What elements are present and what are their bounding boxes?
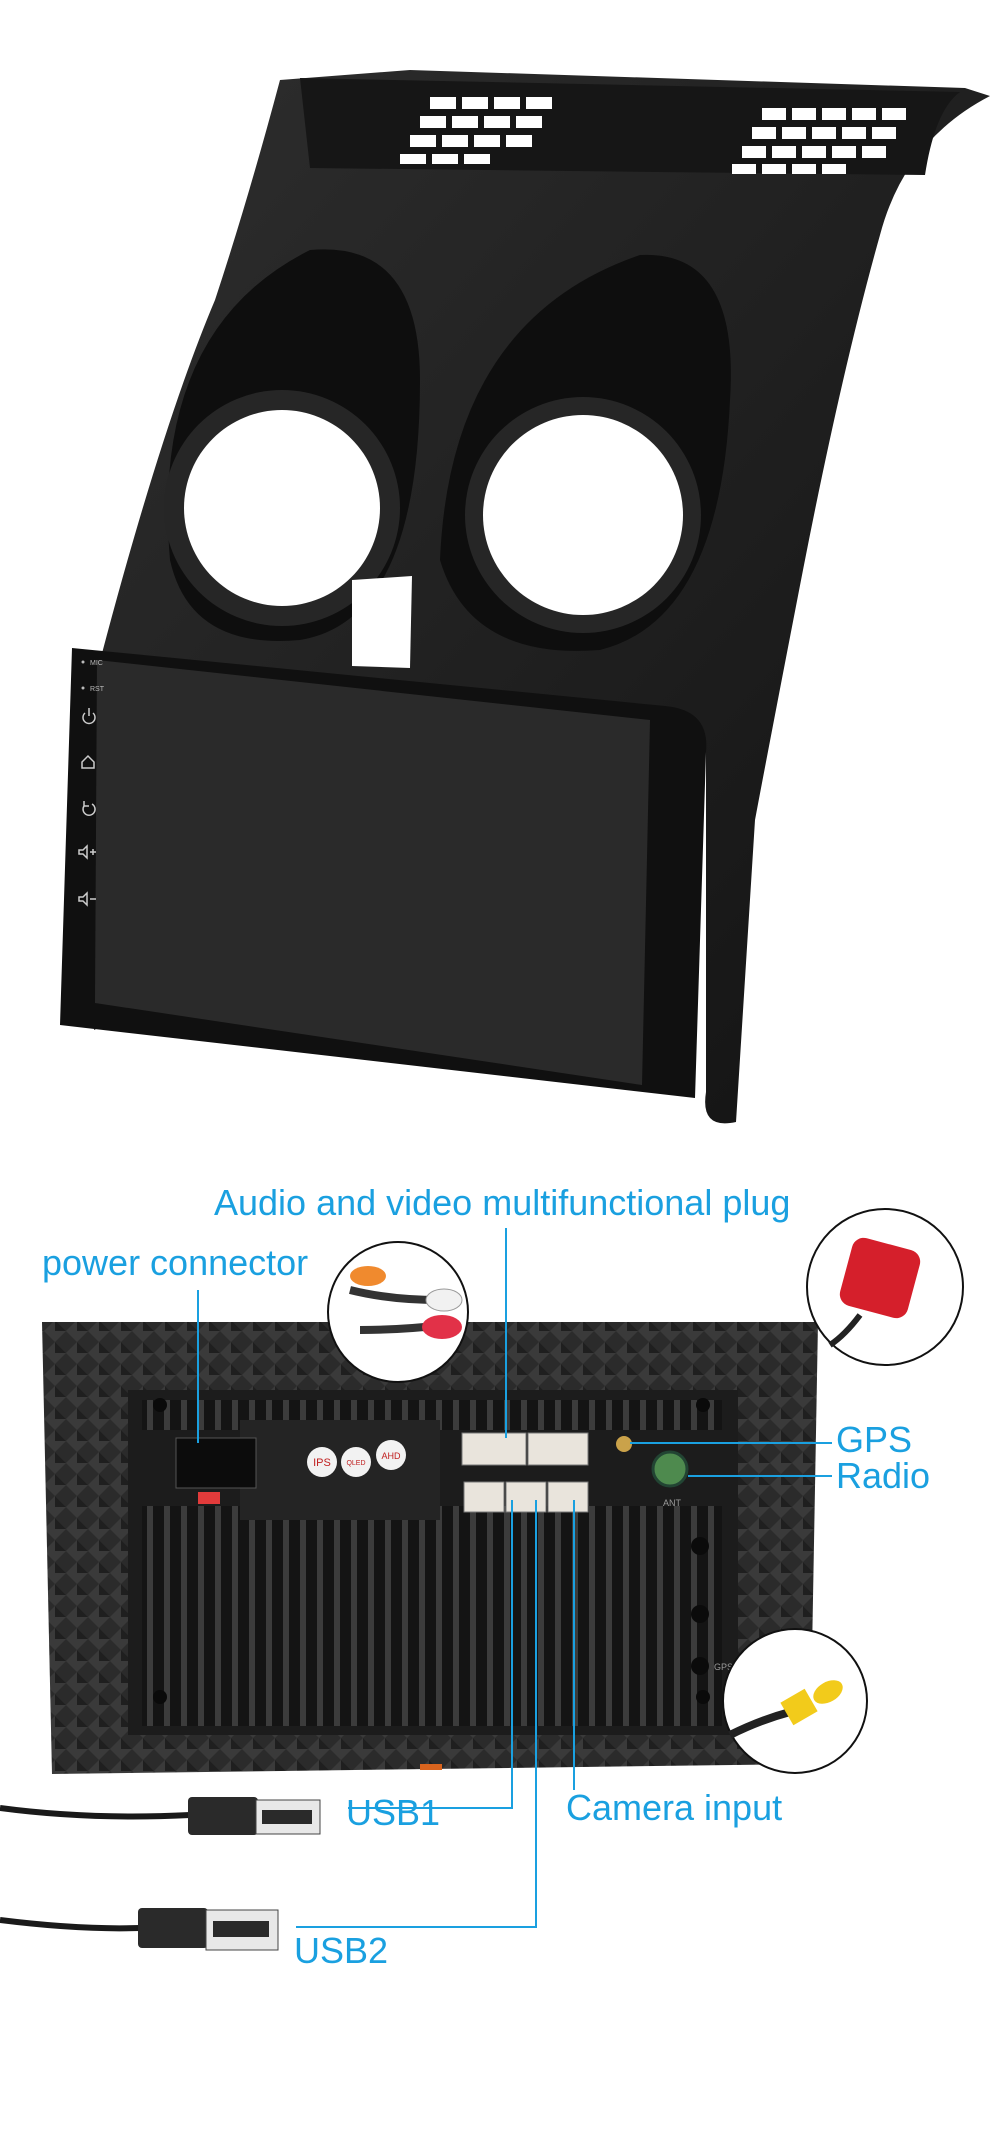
- gauge-pod-left: [164, 249, 420, 642]
- center-cutout: [352, 576, 412, 668]
- ant-mark: ANT: [663, 1498, 682, 1508]
- gps-port[interactable]: [616, 1436, 632, 1452]
- left-vent-grille: [400, 97, 552, 164]
- qled-badge: [341, 1447, 371, 1477]
- vent-frame: [300, 78, 960, 175]
- gauge-pod-right: [440, 254, 731, 651]
- gps-mark: GPS: [714, 1662, 733, 1672]
- camera-port[interactable]: [547, 1481, 589, 1513]
- rst-label: RST: [90, 686, 105, 693]
- power-connector-label: power connector: [42, 1242, 309, 1283]
- right-vent-grille: [732, 108, 906, 174]
- volume-down-icon[interactable]: [78, 891, 96, 907]
- heatsink-fins: [142, 1506, 722, 1726]
- usb1-label: USB1: [346, 1792, 441, 1833]
- ahd-badge: [376, 1440, 406, 1470]
- back-panel: IPS QLED AHD ANT GPS: [42, 1322, 818, 1774]
- ips-badge-text: IPS: [313, 1457, 331, 1469]
- usb2-label: USB2: [294, 1930, 389, 1971]
- head-unit-screen: [95, 660, 650, 1085]
- qled-badge-text: QLED: [346, 1460, 365, 1467]
- radio-port[interactable]: [651, 1450, 689, 1488]
- power-icon[interactable]: [82, 708, 96, 725]
- av-plug-right[interactable]: [527, 1432, 589, 1466]
- gps-antenna-callout: [806, 1208, 964, 1366]
- callout-leader-lines: [197, 1228, 832, 1928]
- volume-up-icon[interactable]: [78, 844, 96, 860]
- av-plug-label: Audio and video multifunctional plug: [214, 1182, 791, 1223]
- head-unit-fascia: MIC RST: [60, 70, 990, 1124]
- power-connector[interactable]: [175, 1437, 257, 1489]
- camera-cable-callout: [722, 1628, 868, 1774]
- side-button-strip: MIC RST: [78, 660, 105, 907]
- camera-input-label: Camera input: [566, 1787, 783, 1828]
- fuse: [198, 1492, 220, 1504]
- mic-label: MIC: [90, 660, 103, 667]
- usb1-cable: [0, 1797, 321, 1835]
- usb1-port[interactable]: [463, 1481, 505, 1513]
- gps-label: GPS: [836, 1419, 913, 1460]
- home-icon[interactable]: [81, 754, 95, 769]
- av-plug-left[interactable]: [461, 1432, 527, 1466]
- rca-cable-callout: [327, 1241, 469, 1383]
- radio-label: Radio: [836, 1455, 931, 1496]
- ips-badge: [307, 1447, 337, 1477]
- usb2-cable: [0, 1908, 279, 1951]
- ahd-badge-text: AHD: [381, 1451, 401, 1461]
- back-icon[interactable]: [82, 801, 96, 816]
